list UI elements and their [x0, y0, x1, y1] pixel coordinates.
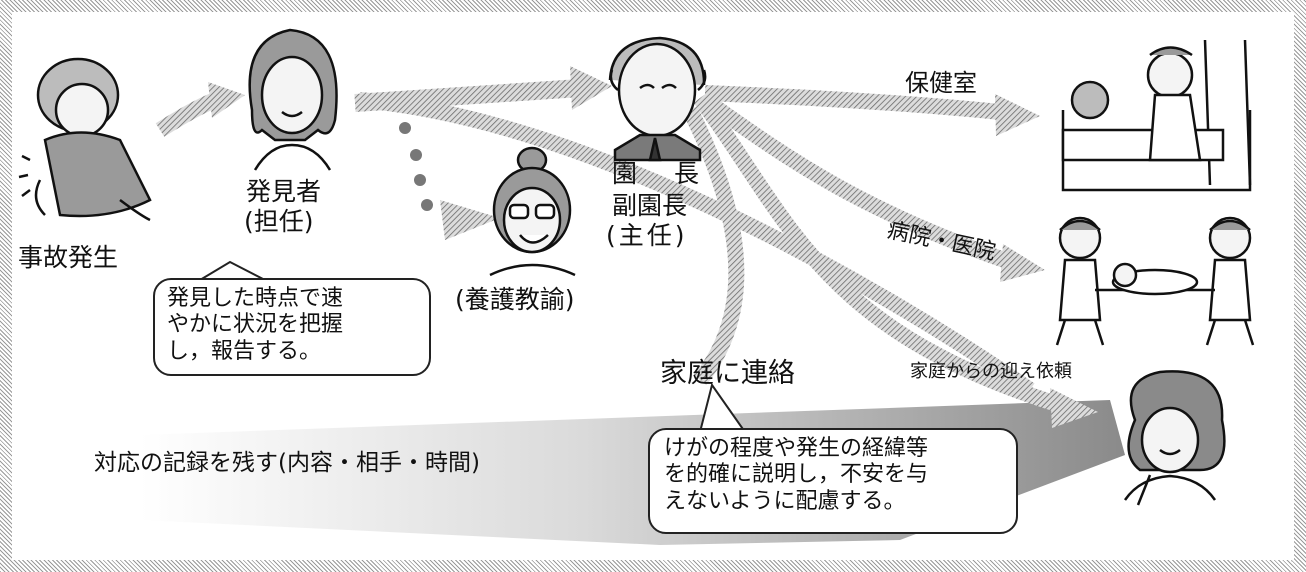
nurse-teacher-icon [489, 146, 576, 277]
nurse-teacher-label: (養護教諭) [455, 285, 575, 314]
injured-child-icon [18, 57, 152, 222]
bubble-line: 発見した時点で速 [167, 286, 344, 311]
bubble-line: けがの程度や発生の経緯等 [664, 436, 929, 461]
bubble-line: を的確に説明し，不安を与 [664, 462, 929, 488]
stretcher-scene-icon [1055, 216, 1255, 346]
principal-icon [608, 36, 707, 162]
dotted-path-to-nurse [399, 122, 500, 240]
vice-director-label: 副園長 [612, 191, 688, 220]
pickup-request-label: 家庭からの迎え依頼 [910, 361, 1072, 382]
bubble-line: やかに状況を把握 [167, 312, 344, 338]
health-room-scene-icon [1061, 39, 1252, 192]
arrow-director-to-contact [682, 106, 745, 385]
home-bubble-tail [698, 382, 747, 433]
discoverer-label: 発見者 [246, 177, 322, 206]
bubble-line: し，報告する。 [167, 338, 322, 364]
bubble-line: えないように配慮する。 [664, 488, 906, 514]
incident-label: 事故発生 [18, 243, 119, 272]
record-label: 対応の記録を残す(内容・相手・時間) [94, 450, 480, 476]
arrow-director-to-hospital [700, 93, 1045, 282]
health-room-label: 保健室 [905, 69, 977, 97]
parent-icon [1123, 370, 1226, 506]
director-label: 園 長 [612, 159, 706, 188]
arrow-director-to-home [693, 93, 1098, 428]
arrow-director-to-health-room [704, 85, 1040, 136]
chief-label: (主任) [606, 221, 688, 250]
discoverer-speech-bubble: 発見した時点で速 やかに状況を把握 し，報告する。 [153, 278, 431, 376]
arrow-incident-to-discoverer [155, 82, 245, 137]
homeroom-label: (担任) [244, 207, 314, 236]
contact-home-label: 家庭に連絡 [660, 358, 795, 389]
female-teacher-icon [248, 28, 338, 171]
home-contact-speech-bubble: けがの程度や発生の経緯等 を的確に説明し，不安を与 えないように配慮する。 [648, 428, 1018, 534]
